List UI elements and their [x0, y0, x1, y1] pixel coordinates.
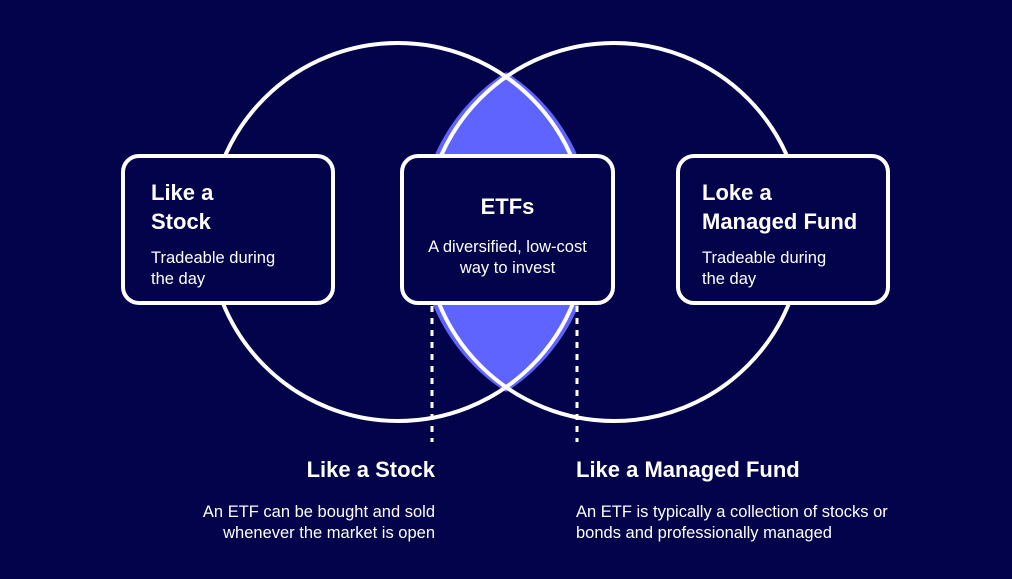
box-description-line: the day — [702, 270, 757, 288]
box-title: Loke a Managed Fund — [702, 178, 864, 236]
like-a-stock-caption: Like a Stock An ETF can be bought and so… — [135, 456, 435, 544]
box-title-line: Managed Fund — [702, 209, 858, 234]
box-title: ETFs — [480, 194, 535, 219]
box-title: Like a Stock — [151, 178, 305, 236]
box-description: Tradeable during the day — [151, 248, 305, 290]
like-a-managed-fund-caption: Like a Managed Fund An ETF is typically … — [576, 456, 956, 544]
caption-title: Like a Stock — [306, 457, 435, 482]
caption-title: Like a Managed Fund — [576, 457, 800, 482]
box-description-line: Tradeable during — [151, 249, 276, 267]
like-a-stock-box: Like a Stock Tradeable during the day — [121, 154, 335, 305]
etfs-box: ETFs A diversified, low-cost way to inve… — [400, 154, 615, 305]
box-description: Tradeable during the day — [702, 248, 864, 290]
box-description-line: the day — [151, 270, 206, 288]
box-description-line: way to invest — [459, 259, 556, 277]
box-title-line: Stock — [151, 209, 211, 234]
caption-description-line: An ETF can be bought and sold — [202, 503, 435, 521]
caption-description-line: bonds and professionally managed — [576, 524, 832, 542]
caption-description-line: An ETF is typically a collection of stoc… — [576, 503, 888, 521]
box-description-line: A diversified, low-cost — [428, 238, 587, 256]
box-description-line: Tradeable during — [702, 249, 827, 267]
caption-description-line: whenever the market is open — [223, 524, 435, 542]
caption-description: An ETF can be bought and sold whenever t… — [135, 502, 435, 544]
box-title-line: Loke a — [702, 180, 772, 205]
caption-description: An ETF is typically a collection of stoc… — [576, 502, 956, 544]
box-title-line: Like a — [151, 180, 214, 205]
box-description: A diversified, low-cost way to invest — [416, 237, 599, 279]
managed-fund-box: Loke a Managed Fund Tradeable during the… — [676, 154, 890, 305]
